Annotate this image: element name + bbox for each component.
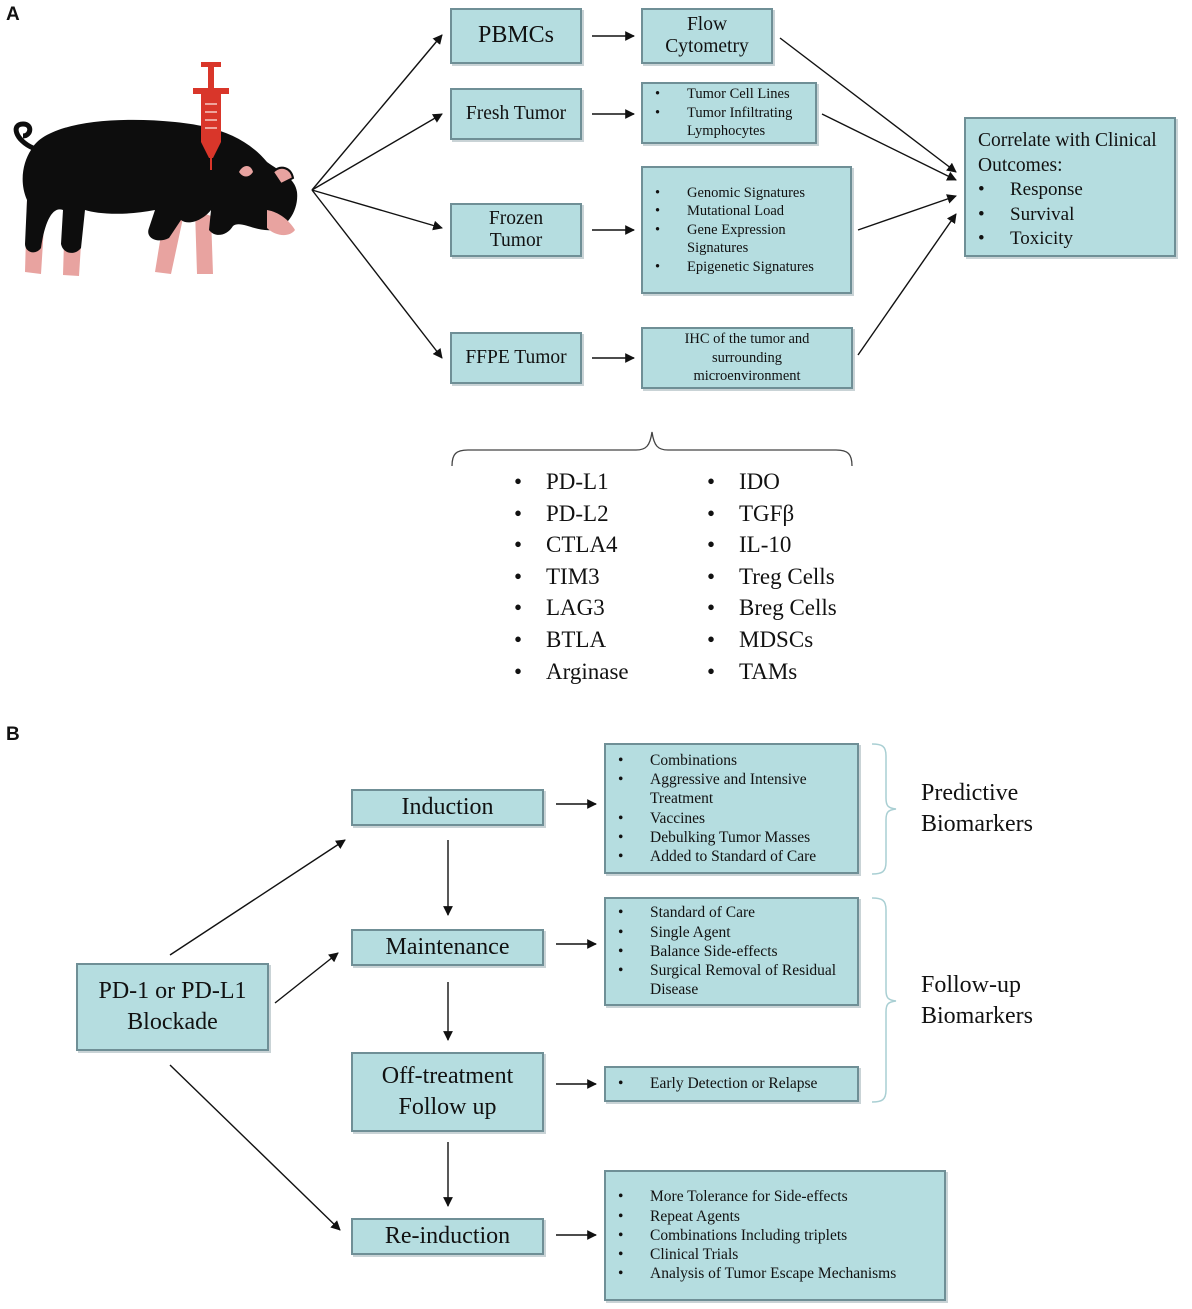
list-item: Debulking Tumor Masses [618, 828, 857, 847]
marker-list-brace [451, 431, 853, 467]
blockade-label: PD-1 or PD-L1 Blockade [98, 978, 247, 1035]
pig-ear [271, 166, 295, 186]
frozen-tumor-box: Frozen Tumor [450, 203, 582, 257]
off-treatment-label: Off-treatment Follow up [381, 1063, 514, 1120]
pig-tail [13, 121, 35, 151]
list-item: PD-L1 [514, 466, 629, 498]
outcomes-list: Response Survival Toxicity [978, 178, 1168, 252]
followup-bracket [871, 897, 897, 1103]
blockade-box: PD-1 or PD-L1 Blockade [76, 963, 269, 1051]
reinduction-box: Re-induction [351, 1218, 544, 1255]
list-item: Mutational Load [655, 202, 850, 221]
maintenance-label: Maintenance [385, 933, 510, 960]
list-item: IDO [707, 466, 837, 498]
pig-with-syringe-illustration [13, 62, 298, 276]
ffpe-tumor-box: FFPE Tumor [450, 332, 582, 384]
induction-box: Induction [351, 789, 544, 826]
pbmcs-label: PBMCs [477, 22, 555, 49]
list-item: Survival [978, 203, 1168, 228]
correlate-outcomes-box: Correlate with Clinical Outcomes: Respon… [964, 117, 1176, 257]
list-item: Treg Cells [707, 561, 837, 593]
frozen-tumor-label: Frozen Tumor [488, 207, 544, 251]
flow-cytometry-label: Flow Cytometry [665, 13, 749, 57]
flow-cytometry-box: Flow Cytometry [641, 8, 773, 64]
list-item: Standard of Care [618, 903, 857, 922]
list-item: Analysis of Tumor Escape Mechanisms [618, 1264, 896, 1283]
list-item: Aggressive and Intensive Treatment [618, 770, 857, 808]
list-item: Combinations Including triplets [618, 1226, 896, 1245]
reinduction-details-list: More Tolerance for Side-effects Repeat A… [606, 1187, 896, 1283]
frozen-analysis-box: Genomic Signatures Mutational Load Gene … [641, 166, 852, 294]
list-item: More Tolerance for Side-effects [618, 1187, 896, 1206]
list-item: TIM3 [514, 561, 629, 593]
list-item: Breg Cells [707, 592, 837, 624]
list-item: MDSCs [707, 624, 837, 656]
list-item: Arginase [514, 656, 628, 688]
reinduction-label: Re-induction [384, 1222, 511, 1249]
list-item: BTLA [514, 624, 629, 656]
list-item: Clinical Trials [618, 1245, 896, 1264]
list-item: LAG3 [514, 592, 629, 624]
ihc-label: IHC of the tumor and surrounding microen… [684, 331, 810, 385]
induction-details-box: Combinations Aggressive and Intensive Tr… [604, 743, 859, 874]
panel-a-label: A [6, 4, 20, 25]
list-item: Early Detection or Relapse [618, 1074, 818, 1093]
followup-biomarkers-label: Follow-up Biomarkers [921, 972, 1033, 1029]
list-item: Tumor Cell Lines [655, 85, 815, 104]
off-treatment-details-box: Early Detection or Relapse [604, 1066, 859, 1102]
marker-list-right: IDO TGFβ IL-10 Treg Cells Breg Cells MDS… [707, 466, 837, 687]
induction-details-list: Combinations Aggressive and Intensive Tr… [606, 751, 857, 866]
predictive-bracket [871, 743, 897, 875]
list-item: Vaccines [618, 809, 857, 828]
list-item: Added to Standard of Care [618, 847, 857, 866]
list-item: Repeat Agents [618, 1207, 896, 1226]
reinduction-details-box: More Tolerance for Side-effects Repeat A… [604, 1170, 946, 1301]
list-item: TAMs [707, 656, 837, 688]
correlate-title: Correlate with Clinical Outcomes: [978, 130, 1157, 176]
correlate-content: Correlate with Clinical Outcomes: Respon… [978, 129, 1168, 252]
fresh-analysis-list: Tumor Cell Lines Tumor Infiltrating Lymp… [643, 85, 815, 141]
list-item: Response [978, 178, 1168, 203]
syringe-icon [193, 62, 229, 170]
ihc-box: IHC of the tumor and surrounding microen… [641, 327, 853, 389]
list-item: Tumor Infiltrating Lymphocytes [655, 104, 815, 141]
list-item: CTLA4 [514, 529, 629, 561]
fresh-tumor-label: Fresh Tumor [465, 102, 567, 124]
panel-b-label: B [6, 724, 20, 745]
pig-body [22, 119, 298, 253]
frozen-analysis-list: Genomic Signatures Mutational Load Gene … [643, 184, 850, 277]
pbmcs-box: PBMCs [450, 8, 582, 64]
maintenance-box: Maintenance [351, 929, 544, 966]
pig-snout [267, 210, 295, 236]
list-item: Combinations [618, 751, 857, 770]
list-item: Toxicity [978, 227, 1168, 252]
off-treatment-box: Off-treatment Follow up [351, 1052, 544, 1132]
maintenance-details-list: Standard of Care Single Agent Balance Si… [606, 903, 857, 999]
predictive-biomarkers-label: Predictive Biomarkers [921, 780, 1033, 837]
ffpe-tumor-label: FFPE Tumor [465, 346, 567, 368]
list-item: Genomic Signatures [655, 184, 850, 203]
list-item: Balance Side-effects [618, 942, 857, 961]
list-item: TGFβ [707, 498, 837, 530]
list-item: Single Agent [618, 923, 857, 942]
off-treatment-details-list: Early Detection or Relapse [606, 1074, 818, 1093]
marker-list-left: PD-L1 PD-L2 CTLA4 TIM3 LAG3 BTLA Arginas… [514, 466, 629, 688]
list-item: IL-10 [707, 529, 837, 561]
fresh-analysis-box: Tumor Cell Lines Tumor Infiltrating Lymp… [641, 82, 817, 144]
list-item: Epigenetic Signatures [655, 258, 850, 277]
induction-label: Induction [401, 793, 494, 820]
maintenance-details-box: Standard of Care Single Agent Balance Si… [604, 897, 859, 1006]
list-item: Surgical Removal of Residual Disease [618, 961, 857, 999]
fresh-tumor-box: Fresh Tumor [450, 88, 582, 140]
list-item: Gene Expression Signatures [655, 221, 850, 258]
list-item: PD-L2 [514, 498, 629, 530]
